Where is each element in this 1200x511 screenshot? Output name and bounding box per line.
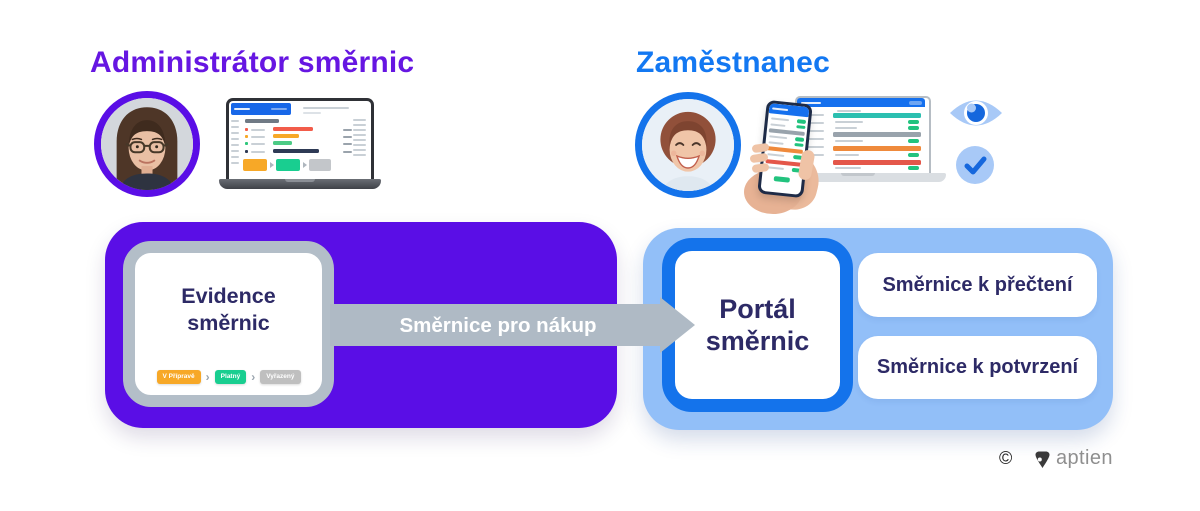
mini-app-header (231, 103, 291, 115)
check-circle-icon (956, 146, 994, 184)
chevron-right-icon: › (205, 369, 210, 384)
chevron-right-icon: › (251, 369, 256, 384)
employee-avatar-illustration (642, 99, 734, 191)
mini-portal-header (797, 98, 925, 107)
card-directives-to-read-label: Směrnice k přečtení (882, 273, 1073, 296)
admin-section-title: Administrátor směrnic (90, 46, 415, 79)
card-directives-to-confirm: Směrnice k potvrzení (858, 336, 1097, 399)
flow-arrow: Směrnice pro nákup (330, 297, 695, 353)
admin-laptop-screen (226, 98, 374, 179)
status-workflow: V Přípravě › Platný › Vyřazený (135, 369, 322, 384)
admin-laptop-base (219, 179, 381, 189)
card-directives-to-confirm-label: Směrnice k potvrzení (876, 356, 1079, 378)
admin-avatar-illustration (101, 98, 193, 190)
eye-icon (948, 95, 1004, 131)
status-badge-valid: Platný (214, 369, 247, 384)
portal-card-title: Portál směrnic (705, 293, 810, 356)
employee-section-title: Zaměstnanec (636, 46, 830, 79)
employee-laptop-base (770, 173, 946, 182)
status-badge-in-preparation: V Přípravě (156, 369, 201, 384)
mini-phone-header (768, 103, 810, 118)
card-directives-to-read: Směrnice k přečtení (858, 253, 1097, 317)
copyright-symbol: © (999, 448, 1013, 468)
aptien-logo-icon (1033, 450, 1052, 469)
evidence-card: Evidence směrnic V Přípravě › Platný › V… (123, 241, 334, 407)
aptien-brand-text: aptien (1056, 447, 1113, 469)
admin-avatar (94, 91, 200, 197)
employee-avatar (635, 92, 741, 198)
status-badge-discarded: Vyřazený (260, 369, 301, 384)
flow-arrow-label: Směrnice pro nákup (399, 314, 596, 337)
employee-laptop-screen (795, 96, 931, 175)
evidence-card-title: Evidence směrnic (181, 284, 276, 335)
